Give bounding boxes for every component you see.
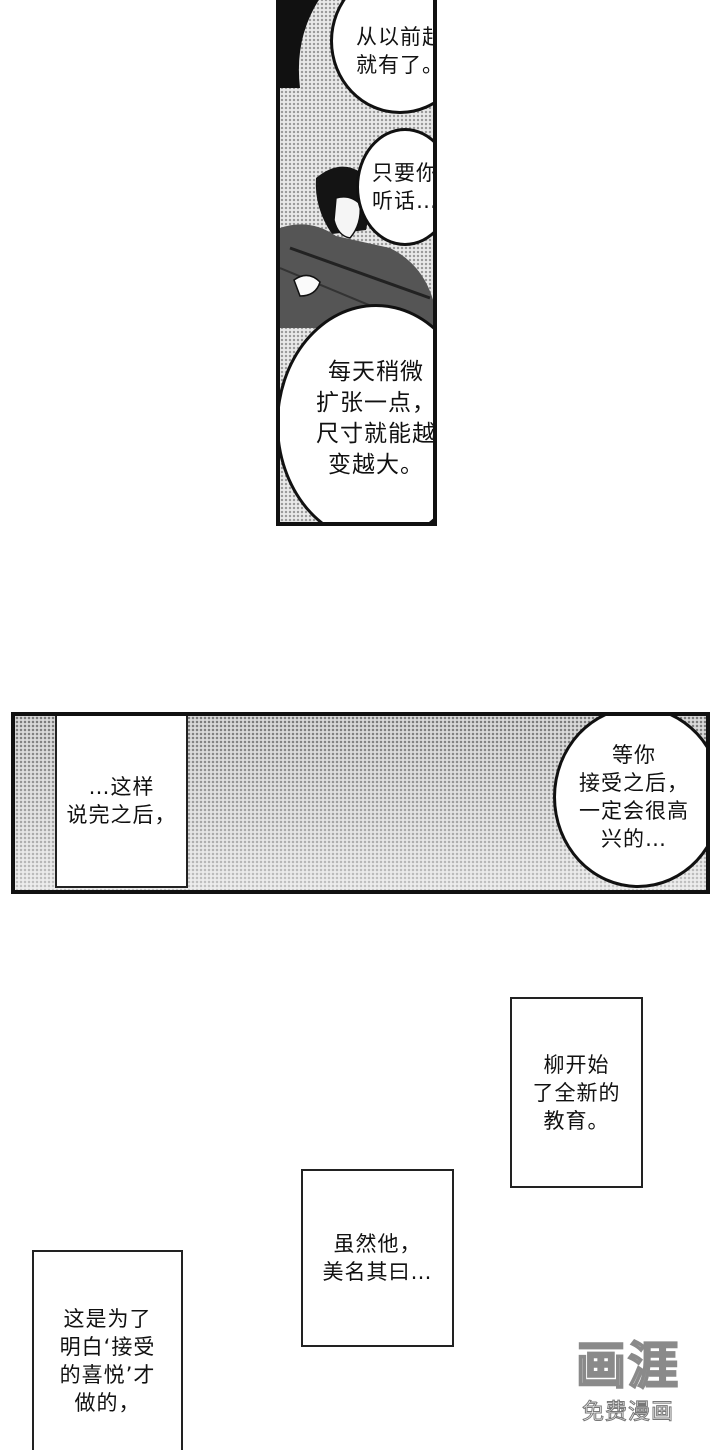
narration-caption: 柳开始 了全新的 教育。 (510, 997, 643, 1188)
speech-bubble-text: 从以前起 就有了。 (356, 25, 437, 77)
caption-text: …这样 说完之后， (66, 775, 177, 827)
speech-bubble-text: 只要你 听话… (372, 161, 437, 213)
speech-bubble: 等你 接受之后， 一定会很高 兴的… (553, 716, 706, 888)
caption-text: 柳开始 了全新的 教育。 (532, 1052, 621, 1133)
caption-text: 虽然他， 美名其曰… (322, 1232, 433, 1284)
caption-text: 这是为了 明白‘接受 的喜悦’才 做的， (59, 1307, 156, 1415)
middle-panel: …这样 说完之后， 等你 接受之后， 一定会很高 兴的… (11, 712, 710, 894)
speech-bubble-text: 每天稍微 扩张一点， 尺寸就能越 变越大。 (316, 359, 436, 478)
narration-caption: 虽然他， 美名其曰… (301, 1169, 454, 1347)
speech-bubble-text: 等你 接受之后， 一定会很高 兴的… (579, 743, 689, 851)
top-panel: 从以前起 就有了。 只要你 听话… 每天稍微 扩张一点， 尺寸就能越 变越大。 (276, 0, 437, 526)
speech-bubble: 每天稍微 扩张一点， 尺寸就能越 变越大。 (280, 304, 436, 522)
narration-caption: …这样 说完之后， (55, 716, 188, 888)
watermark-subtitle: 免费漫画 (581, 1400, 675, 1426)
narration-caption: 这是为了 明白‘接受 的喜悦’才 做的， (32, 1250, 183, 1450)
speech-bubble: 只要你 听话… (356, 128, 437, 246)
watermark-logo: 画涯 (575, 1336, 680, 1396)
watermark: 画涯 免费漫画 (572, 1326, 702, 1430)
